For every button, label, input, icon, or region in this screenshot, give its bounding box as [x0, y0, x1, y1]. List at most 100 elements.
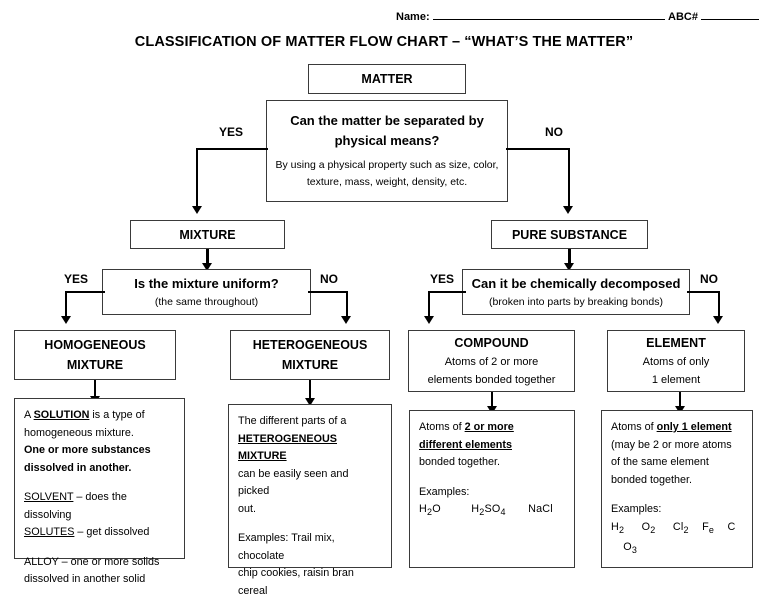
- heterogeneous-to-detail-arrowhead: [304, 398, 315, 406]
- formula-nacl: NaCl: [528, 503, 553, 515]
- node-pure-substance-title: PURE SUBSTANCE: [511, 227, 628, 242]
- node-matter-title: MATTER: [361, 72, 413, 86]
- heterogeneous-line2: MIXTURE: [281, 358, 339, 372]
- homogeneous-line2: MIXTURE: [66, 358, 124, 372]
- het-line4: out.: [238, 502, 257, 515]
- q2-no-arrowhead: [341, 316, 352, 324]
- q3-no-connector-v: [717, 291, 720, 318]
- node-pure-substance: PURE SUBSTANCE: [491, 220, 648, 249]
- q2-no-label: NO: [320, 272, 338, 286]
- name-field-row: Name: ABC#: [396, 8, 762, 26]
- q3-yes-arrowhead: [423, 316, 434, 324]
- element-to-detail-connector: [678, 392, 682, 408]
- node-question-decomposed: Can it be chemically decomposed (broken …: [462, 269, 690, 315]
- node-mixture: MIXTURE: [130, 220, 285, 249]
- element-sub2: 1 element: [651, 374, 701, 386]
- q3-sub1: (broken into parts by breaking bonds): [489, 295, 663, 308]
- detail-solution: A SOLUTION is a type of homogeneous mixt…: [14, 398, 185, 585]
- compound-title: COMPOUND: [454, 336, 529, 350]
- node-question-separated: Can the matter be separated by physical …: [266, 100, 508, 202]
- formula-o3: O3: [623, 541, 638, 556]
- node-homogeneous-mixture: HOMOGENEOUS MIXTURE: [14, 330, 176, 380]
- node-question-uniform: Is the mixture uniform? (the same throug…: [102, 269, 311, 315]
- element-detail-line3: of the same element: [611, 456, 709, 468]
- q1-yes-arrowhead: [191, 206, 202, 214]
- formula-h2: H2: [611, 520, 625, 535]
- q1-no-connector-v: [567, 148, 570, 208]
- q1-sub2: texture, mass, weight, density, etc.: [306, 176, 468, 188]
- name-label: Name:: [396, 11, 430, 23]
- element-detail-line4: bonded together.: [611, 473, 693, 486]
- formula-h2so4: H2SO4: [471, 503, 506, 518]
- element-formula-row: H2 O2 Cl2 Fe C O3: [611, 519, 743, 560]
- compound-detail-line3: bonded together.: [419, 456, 501, 468]
- solution-line4: dissolved in another.: [24, 461, 132, 474]
- solution-gap-1: [24, 477, 175, 489]
- element-detail-line2: (may be 2 or more atoms: [611, 438, 732, 451]
- het-line5: Examples: Trail mix, chocolate: [238, 532, 335, 562]
- q1-sub1: By using a physical property such as siz…: [275, 159, 499, 171]
- q2-yes-label: YES: [64, 272, 89, 286]
- q2-yes-connector-h: [65, 291, 105, 294]
- node-mixture-title: MIXTURE: [179, 227, 236, 242]
- q2-yes-arrowhead: [60, 316, 71, 324]
- q2-line1: Is the mixture uniform?: [134, 275, 279, 291]
- pure-to-q3-arrowhead: [564, 263, 574, 271]
- q3-no-label: NO: [700, 272, 718, 286]
- element-gap-1: [611, 489, 743, 501]
- abc-write-line[interactable]: [701, 8, 759, 20]
- q1-line2: physical means?: [334, 133, 440, 148]
- node-heterogeneous-mixture: HETEROGENEOUS MIXTURE: [230, 330, 390, 380]
- q1-line1: Can the matter be separated by: [290, 113, 484, 128]
- solution-line3: One or more substances: [24, 444, 151, 456]
- q2-no-connector-h: [308, 291, 348, 294]
- node-element: ELEMENT Atoms of only 1 element: [607, 330, 745, 392]
- q2-sub1: (the same throughout): [154, 295, 259, 308]
- solution-line8: dissolved in another solid: [24, 573, 146, 585]
- abc-label: ABC#: [668, 11, 698, 23]
- element-detail-line5: Examples:: [611, 503, 662, 515]
- page-title: CLASSIFICATION OF MATTER FLOW CHART – “W…: [134, 34, 634, 50]
- homogeneous-line1: HOMOGENEOUS: [44, 338, 146, 352]
- compound-detail-line2: different elements: [419, 438, 512, 451]
- solution-line7: ALLOY – one or more solids: [24, 555, 160, 568]
- q3-no-connector-h: [687, 291, 720, 294]
- compound-to-detail-connector: [490, 392, 494, 408]
- q1-no-label: NO: [545, 125, 563, 139]
- q1-yes-label: YES: [219, 125, 244, 139]
- q3-no-arrowhead: [713, 316, 724, 324]
- mixture-to-q2-arrowhead: [202, 263, 212, 271]
- formula-c: C: [727, 520, 736, 533]
- het-line1: The different parts of a: [238, 415, 347, 427]
- q1-yes-connector-v: [196, 148, 199, 208]
- q2-no-connector-v: [345, 291, 348, 318]
- pure-to-q3-connector: [568, 249, 571, 265]
- node-matter: MATTER: [308, 64, 466, 94]
- q3-yes-connector-h: [428, 291, 466, 294]
- detail-compound: Atoms of 2 or more different elements bo…: [409, 410, 575, 568]
- compound-detail-line1: Atoms of 2 or more: [419, 421, 514, 433]
- heterogeneous-line1: HETEROGENEOUS: [252, 338, 368, 352]
- element-detail-line1: Atoms of only 1 element: [611, 421, 732, 433]
- het-gap-1: [238, 518, 382, 530]
- name-write-line[interactable]: [432, 8, 666, 20]
- compound-formula-row: H2O H2SO4 NaCl: [419, 501, 565, 522]
- solution-line6: SOLUTES – get dissolved: [24, 526, 150, 538]
- q1-no-connector-h: [506, 148, 570, 151]
- compound-detail-line4: Examples:: [419, 485, 470, 498]
- formula-h2o: H2O: [419, 503, 441, 518]
- compound-sub2: elements bonded together: [427, 374, 556, 386]
- compound-gap-1: [419, 472, 565, 484]
- het-line2: HETEROGENEOUS MIXTURE: [238, 432, 337, 463]
- solution-line2: homogeneous mixture.: [24, 426, 134, 439]
- het-line6: chip cookies, raisin bran cereal: [238, 567, 354, 594]
- solution-gap-2: [24, 542, 175, 554]
- node-compound: COMPOUND Atoms of 2 or more elements bon…: [408, 330, 575, 392]
- formula-o2: O2: [641, 520, 656, 535]
- mixture-to-q2-connector: [206, 249, 209, 265]
- q3-yes-connector-v: [428, 291, 431, 318]
- element-title: ELEMENT: [646, 336, 706, 350]
- heterogeneous-to-detail-connector: [308, 380, 312, 400]
- q1-no-arrowhead: [563, 206, 574, 214]
